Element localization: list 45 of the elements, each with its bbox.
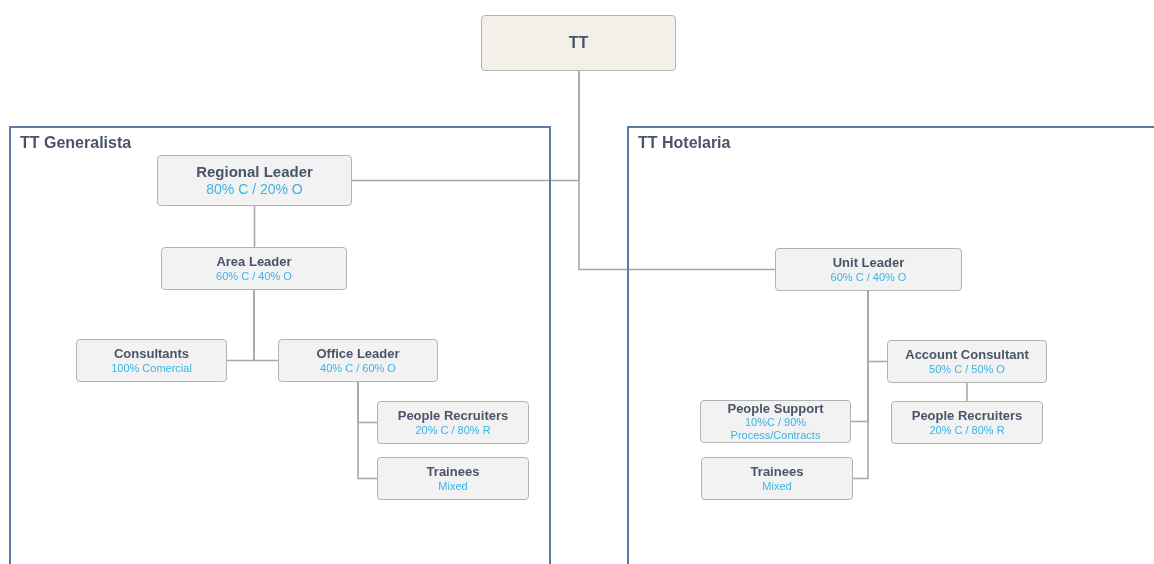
role-allocation: 40% C / 60% O <box>320 361 396 375</box>
group-panel <box>9 126 551 564</box>
role-allocation: 50% C / 50% O <box>929 362 1005 376</box>
role-title: Regional Leader <box>196 163 313 182</box>
role-box <box>157 155 352 206</box>
connector-line <box>253 289 279 362</box>
role-allocation: 100% Comercial <box>111 361 192 375</box>
role-title: Account Consultant <box>905 347 1029 363</box>
role-title: Unit Leader <box>832 255 905 271</box>
role-box <box>161 247 347 290</box>
role-allocation: 60% C / 40% O <box>216 269 292 283</box>
group-panel <box>627 126 1154 564</box>
role-title: TT <box>568 33 589 53</box>
role-box <box>76 339 227 382</box>
role-box <box>377 401 529 444</box>
role-allocation: Mixed <box>762 479 792 493</box>
role-box <box>700 400 851 443</box>
role-title: Trainees <box>750 464 804 480</box>
role-title: People Recruiters <box>911 408 1023 424</box>
connector-line <box>852 290 869 480</box>
connector-line <box>966 382 968 402</box>
role-title: Area Leader <box>216 254 292 270</box>
role-allocation: 10%C / 90% Process/Contracts <box>729 416 822 443</box>
role-title: Office Leader <box>316 346 400 362</box>
role-box <box>377 457 529 500</box>
role-box <box>775 248 962 291</box>
connector-line <box>357 381 378 480</box>
role-allocation: 20% C / 80% R <box>929 423 1005 437</box>
role-title: People Recruiters <box>397 408 509 424</box>
panel-title: TT Hotelaria <box>638 134 731 152</box>
connector-line <box>253 205 256 248</box>
role-allocation: 60% C / 40% O <box>830 270 907 284</box>
role-title: Consultants <box>113 346 190 362</box>
role-allocation: 80% C / 20% O <box>206 181 303 198</box>
role-box <box>481 15 676 71</box>
role-allocation: Mixed <box>438 479 468 493</box>
role-box <box>887 340 1047 383</box>
panel-title: TT Generalista <box>20 134 132 152</box>
role-allocation: 20% C / 80% R <box>415 423 491 437</box>
role-title: Trainees <box>426 464 480 480</box>
role-title: People Support <box>727 400 824 417</box>
role-box <box>278 339 438 382</box>
role-box <box>891 401 1043 444</box>
role-box <box>701 457 853 500</box>
connector-line <box>578 70 776 271</box>
